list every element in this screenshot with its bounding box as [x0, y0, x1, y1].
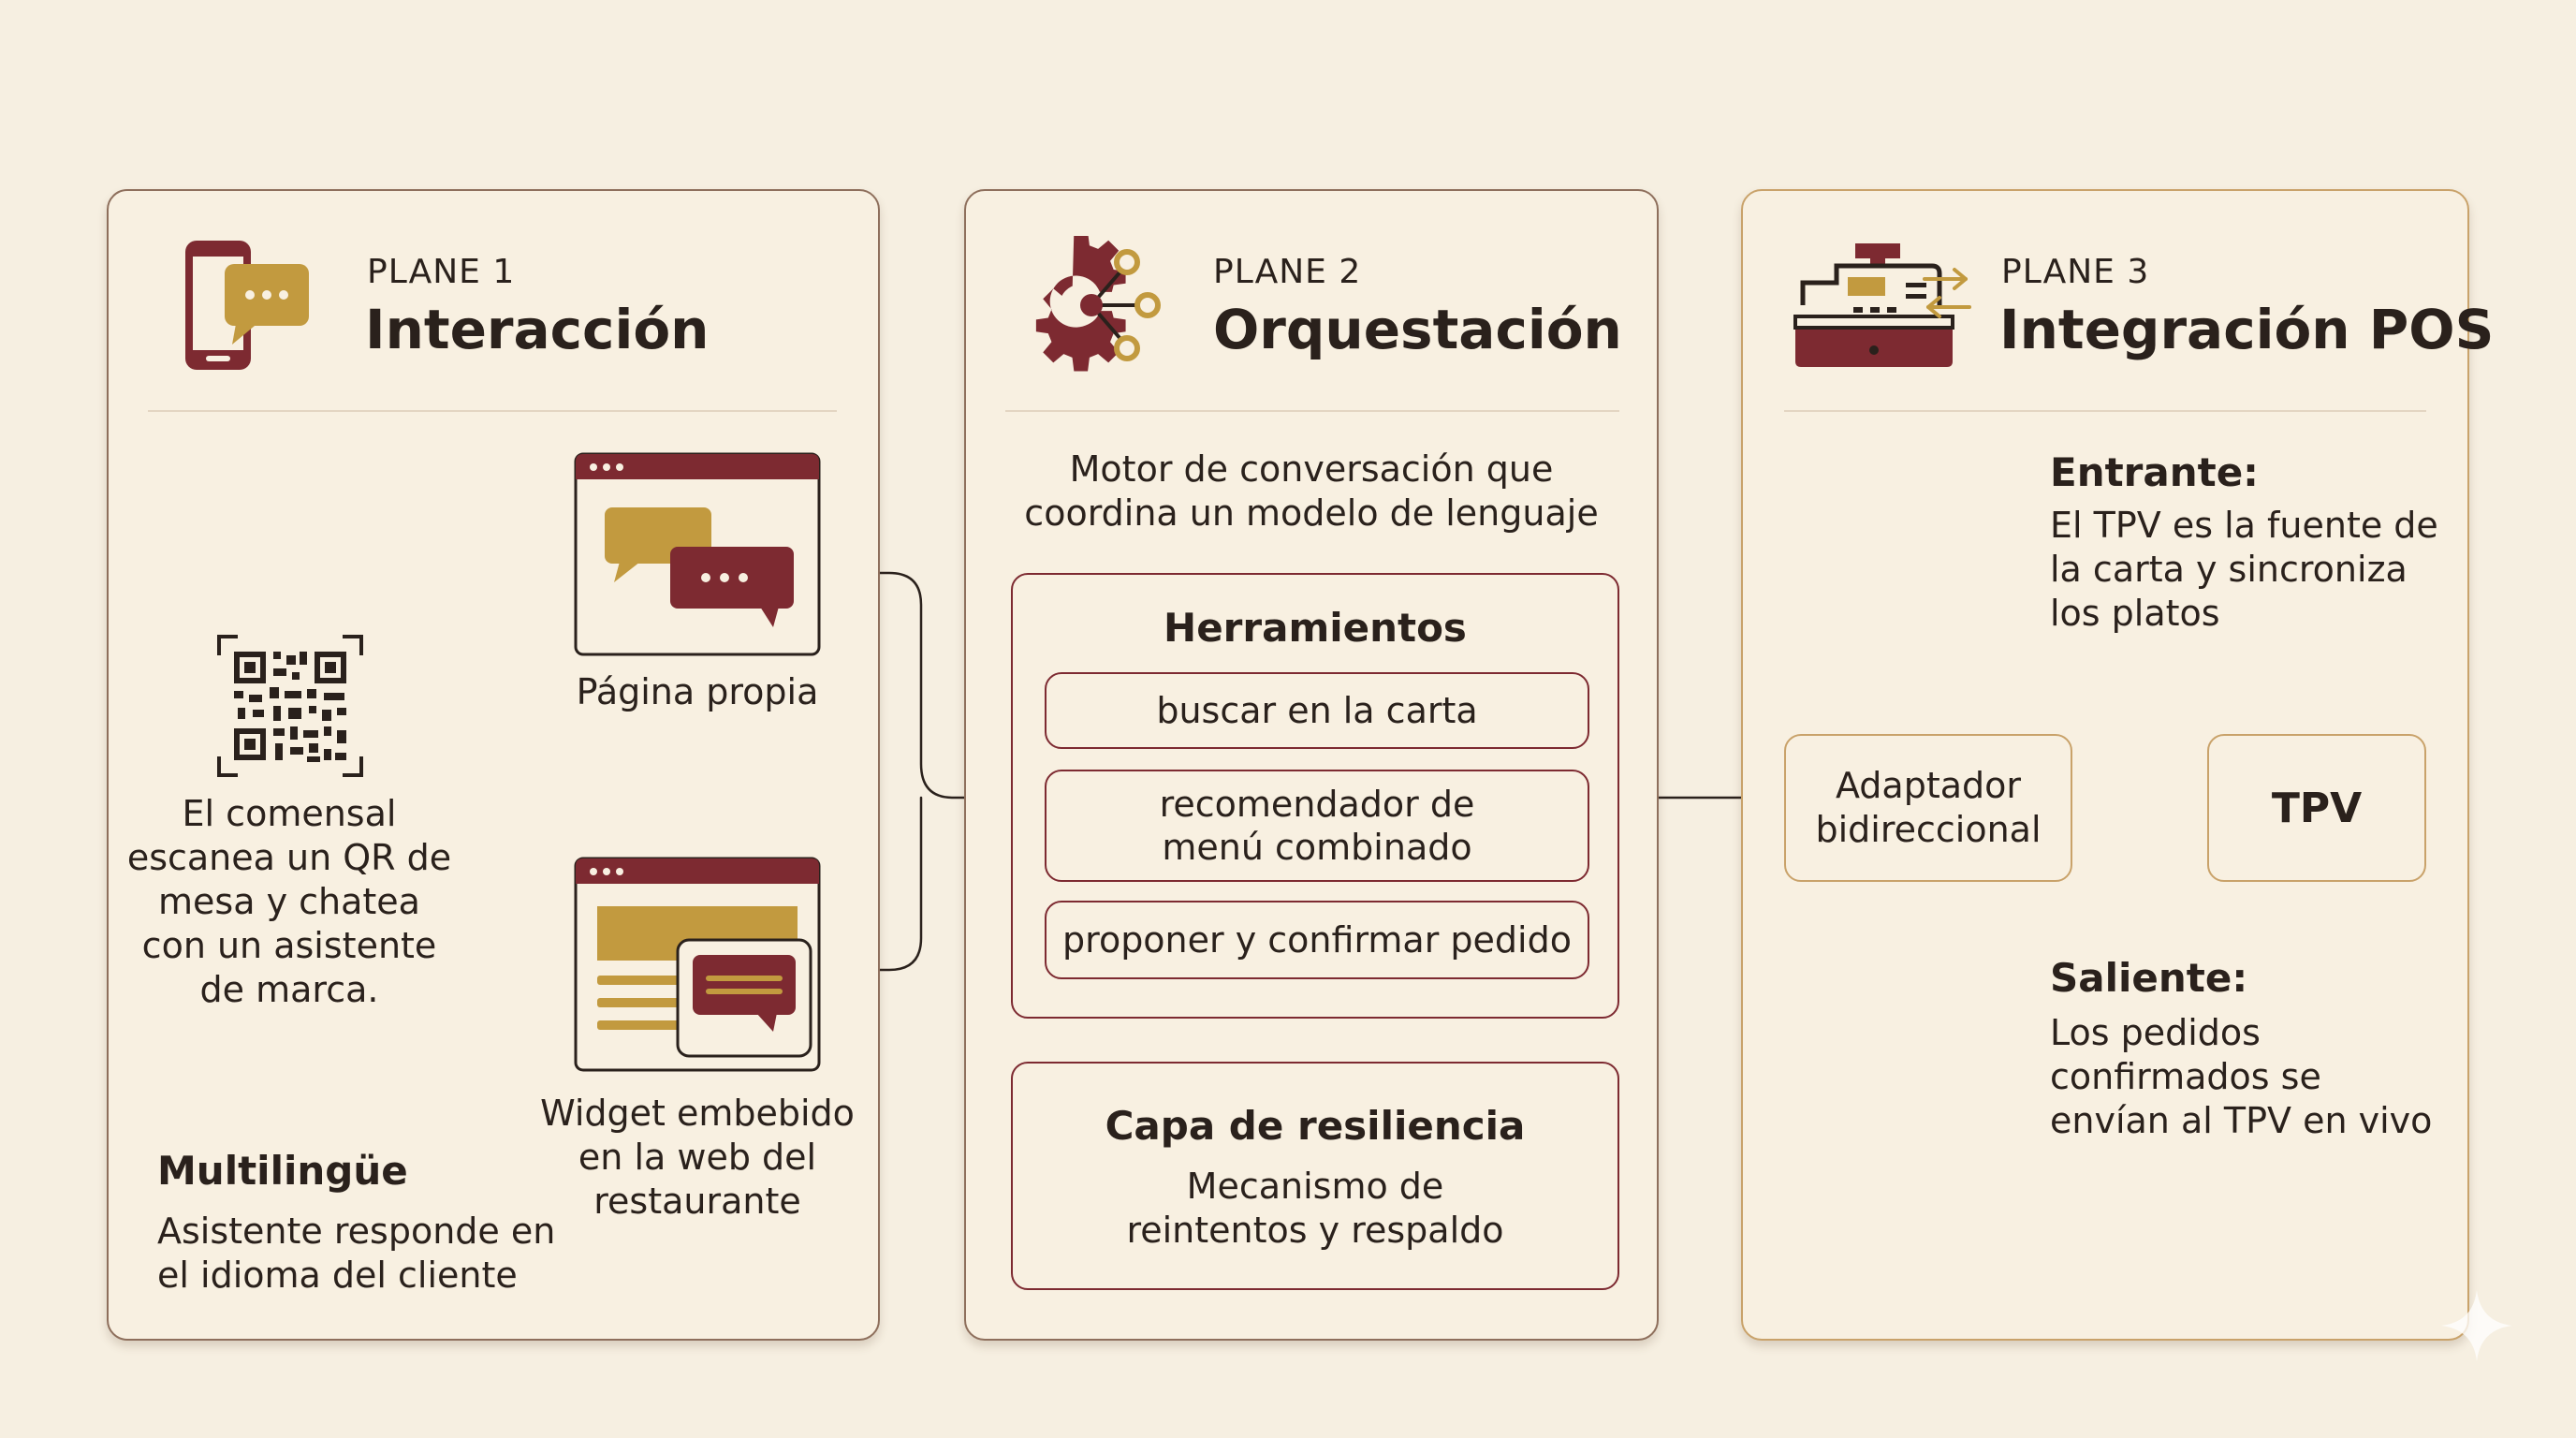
plane2-intro: Motor de conversación que coordina un mo… [1024, 448, 1599, 534]
tool-menu-recommender: recomendador de menú combinado [1045, 770, 1589, 882]
plane3-kicker: PLANE 3 [2001, 253, 2150, 291]
plane2-panel [964, 189, 1659, 1341]
option-page-label: Página propia [576, 671, 819, 712]
incoming-text: El TPV es la fuente de la carta y sincro… [2050, 505, 2438, 634]
qr-code-icon [217, 635, 363, 777]
multilingual-text: Asistente responde en el idioma del clie… [157, 1211, 556, 1296]
tool-propose-order: proponer y confirmar pedido [1045, 901, 1589, 979]
outgoing-text: Los pedidos confirmados se envían al TPV… [2050, 1012, 2433, 1141]
plane2-kicker: PLANE 2 [1213, 253, 1362, 291]
plane3-title: Integración POS [1999, 298, 2495, 361]
incoming-title: Entrante: [2050, 449, 2259, 495]
multilingual-title: Multilingüe [157, 1148, 408, 1194]
plane3-divider [1784, 410, 2426, 412]
gear-network-icon [1035, 236, 1161, 372]
plane1-title: Interacción [365, 298, 710, 361]
phone-chat-icon [185, 241, 309, 370]
resilience-title: Capa de resiliencia [1105, 1103, 1526, 1149]
plane1-kicker: PLANE 1 [367, 253, 516, 291]
tools-group [1011, 573, 1619, 1019]
option-widget-label: Widget embebido en la web del restaurant… [540, 1093, 855, 1222]
sparkle-icon [2441, 1290, 2512, 1361]
sync-arrows-icon [1923, 268, 1971, 318]
resilience-layer [1011, 1062, 1619, 1290]
plane1-divider [148, 410, 837, 412]
tpv-box: TPV [2207, 734, 2426, 882]
browser-widget-icon [574, 857, 821, 1072]
cash-register-icon [1793, 243, 1954, 367]
plane2-divider [1005, 410, 1619, 412]
qr-description: El comensal escanea un QR de mesa y chat… [126, 793, 452, 1010]
plane1-panel [107, 189, 880, 1341]
plane2-title: Orquestación [1213, 298, 1622, 361]
browser-chat-icon [574, 452, 821, 656]
adapter-box: Adaptador bidireccional [1784, 734, 2072, 882]
resilience-text: Mecanismo de reintentos y respaldo [1126, 1166, 1504, 1251]
tools-title: Herramientos [1164, 605, 1467, 651]
outgoing-title: Saliente: [2050, 955, 2248, 1001]
tool-search-menu: buscar en la carta [1045, 672, 1589, 749]
